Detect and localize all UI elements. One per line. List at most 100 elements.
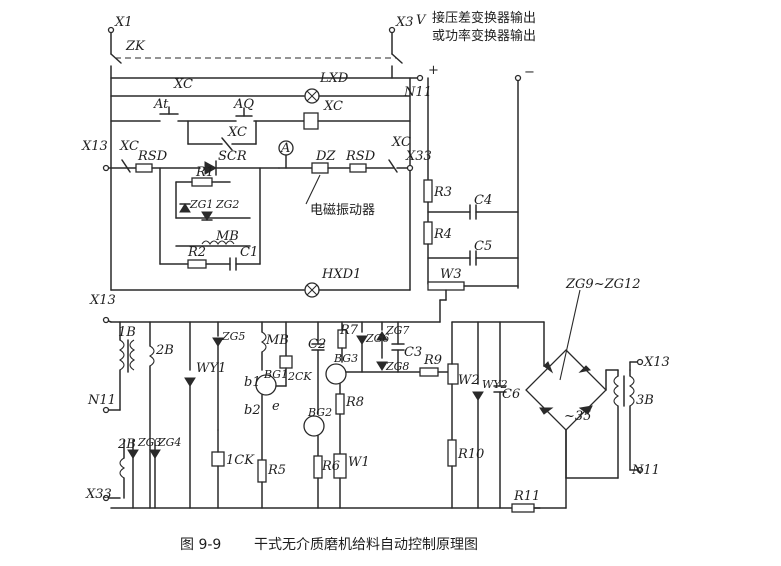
fuse-rsd-2 (349, 163, 367, 173)
label-w1: W1 (348, 455, 370, 470)
control-board (105, 299, 567, 513)
potentiometer-w3 (427, 281, 465, 291)
label-x3: X3 (395, 15, 414, 30)
label-rsd-1: RSD (137, 149, 168, 164)
label-zg9-12: ZG9~ZG12 (565, 277, 641, 292)
label-r11: R11 (513, 489, 540, 504)
label-c4: C4 (474, 193, 492, 208)
label-zg3: ZG3 (137, 436, 161, 449)
vibrator-dz (311, 162, 329, 174)
label-c1: C1 (240, 245, 258, 260)
label-w2: W2 (458, 373, 480, 388)
diode-zg11 (539, 407, 554, 415)
resistor-r3 (423, 179, 433, 203)
label-zg6: ZG6 (365, 332, 389, 345)
label-n11-left: N11 (87, 393, 116, 408)
label-r1: R1 (195, 165, 214, 180)
label-xc-2: XC (323, 99, 343, 114)
label-rsd-2: RSD (345, 149, 376, 164)
transistor-bg2 (303, 415, 325, 437)
label-bg3: BG3 (333, 352, 358, 365)
input-filter (423, 77, 519, 301)
diode-zg6 (356, 335, 368, 345)
label-ac: ~35 (564, 409, 591, 424)
label-r6: R6 (321, 459, 340, 474)
relay-1ck (211, 451, 225, 467)
label-1ck: 1CK (226, 453, 255, 468)
fuse-rsd-1 (135, 163, 153, 173)
label-aq: AQ (233, 97, 254, 112)
figure-number: 图 9-9 (180, 537, 221, 553)
label-w3: W3 (440, 267, 462, 282)
label-zg8: ZG8 (385, 360, 409, 373)
main-circuit (105, 29, 421, 298)
resistor-r11 (511, 503, 535, 513)
label-zg5: ZG5 (221, 330, 245, 343)
label-x13-right: X13 (643, 355, 670, 370)
resistor-r8 (335, 393, 345, 415)
resistor-r10 (447, 439, 457, 467)
transformer-2b (119, 457, 126, 479)
zener-wy1 (184, 377, 196, 387)
diode-zg1 (179, 203, 191, 213)
label-r10: R10 (457, 447, 484, 462)
scr-thyristor (204, 161, 218, 175)
label-zg7: ZG7 (385, 324, 409, 337)
label-hxd1: HXD1 (321, 267, 361, 282)
label-c2: C2 (308, 337, 326, 352)
note-output-2: 或功率变换器输出 (432, 28, 536, 44)
label-scr: SCR (218, 149, 247, 164)
zener-wy2 (472, 391, 484, 401)
resistor-r5 (257, 459, 267, 483)
label-wy1: WY1 (196, 361, 226, 376)
label-r5: R5 (267, 463, 286, 478)
bridge-rectifier (525, 289, 641, 479)
label-2b-lower: 2B (117, 437, 136, 452)
label-r7: R7 (339, 323, 359, 338)
label-r4: R4 (433, 227, 452, 242)
resistor-r4 (423, 221, 433, 245)
figure-title: 干式无介质磨机给料自动控制原理图 (254, 537, 478, 553)
resistor-r2 (187, 259, 207, 269)
label-c5: C5 (474, 239, 492, 254)
label-r2: R2 (187, 245, 206, 260)
label-zg4: ZG4 (157, 436, 181, 449)
label-n11-right: N11 (631, 463, 660, 478)
label-bg2: BG2 (307, 406, 332, 419)
coil-xc (303, 112, 319, 130)
label-c3: C3 (404, 345, 422, 360)
label-dz: DZ (315, 149, 336, 164)
label-r8: R8 (345, 395, 364, 410)
label-2ck: 2CK (287, 370, 312, 383)
label-e-pin: e (272, 399, 280, 414)
label-xc-1: XC (173, 77, 193, 92)
transistor-bg1 (255, 374, 277, 396)
diode-zg5 (212, 337, 224, 347)
potentiometer-w2 (447, 363, 459, 385)
label-zg2: ZG2 (215, 198, 239, 211)
diode-zg8 (376, 361, 388, 371)
note-output-1: 接压差变换器输出 (432, 10, 536, 26)
label-x33-left: X33 (85, 487, 112, 502)
label-at: At (153, 97, 169, 112)
label-x33-top: X33 (405, 149, 432, 164)
label-mb-mid: MB (265, 333, 289, 348)
label-2b: 2B (155, 343, 174, 358)
label-wy2: WY2 (482, 378, 508, 391)
terminal-dots (102, 26, 644, 502)
label-n11-top: N11 (403, 85, 432, 100)
note-vibrator: 电磁振动器 (310, 203, 375, 218)
label-ammeter: A (280, 141, 290, 156)
label-v: V (416, 13, 427, 28)
labels: X1 ZK X3 V 接压差变换器输出 或功率变换器输出 + − N11 X13… (81, 10, 670, 504)
label-xc-5: XC (391, 135, 411, 150)
label-c6: C6 (502, 387, 520, 402)
transformer-1b (129, 339, 136, 371)
transformer-mb-2 (260, 331, 267, 353)
label-b2-pin: b2 (244, 403, 261, 418)
transformer-3b (613, 375, 620, 407)
label-x13-top: X13 (81, 139, 108, 154)
label-zk: ZK (125, 39, 146, 54)
label-x1: X1 (114, 15, 133, 30)
